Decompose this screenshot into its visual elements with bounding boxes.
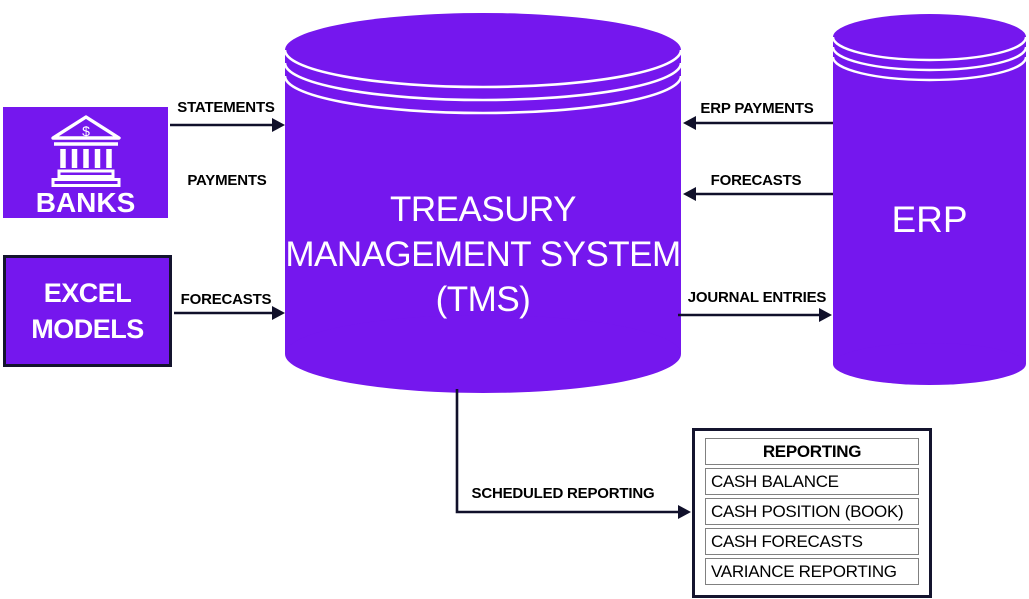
excel-models-box: EXCEL MODELS xyxy=(3,255,172,367)
reporting-table: REPORTING CASH BALANCE CASH POSITION (BO… xyxy=(692,428,932,598)
tms-disk-line-3 xyxy=(283,75,683,115)
journal-entries-label: JOURNAL ENTRIES xyxy=(687,289,827,306)
statements-label: STATEMENTS xyxy=(177,99,275,116)
banks-label: BANKS xyxy=(35,187,136,218)
erp-disk-line-1 xyxy=(831,36,1028,62)
table-row: CASH BALANCE xyxy=(705,468,919,495)
table-row: VARIANCE REPORTING xyxy=(705,558,919,585)
table-row: CASH FORECASTS xyxy=(705,528,919,555)
erp-disk-line-3 xyxy=(831,56,1028,82)
excel-label-line1: EXCEL xyxy=(43,278,132,308)
tms-cylinder-top xyxy=(285,13,681,87)
tms-title-line2: MANAGEMENT SYSTEM xyxy=(285,235,681,274)
scheduled-reporting-arrowhead xyxy=(678,505,691,519)
erp-payments-label: ERP PAYMENTS xyxy=(700,100,814,117)
scheduled-reporting-label: SCHEDULED REPORTING xyxy=(471,485,655,502)
erp-title: ERP xyxy=(891,199,968,240)
reporting-table-header: REPORTING xyxy=(705,438,919,465)
erp-payments-arrowhead xyxy=(683,116,696,130)
payments-label: PAYMENTS xyxy=(187,172,267,189)
tms-cylinder xyxy=(283,13,683,393)
erp-cylinder-top xyxy=(833,14,1026,60)
forecasts-left-label: FORECASTS xyxy=(180,291,272,308)
svg-text:$: $ xyxy=(82,123,90,139)
forecasts-right-arrowhead xyxy=(683,187,696,201)
erp-cylinder-body xyxy=(833,37,1026,364)
tms-title: TREASURY MANAGEMENT SYSTEM (TMS) xyxy=(283,187,683,322)
table-row: CASH POSITION (BOOK) xyxy=(705,498,919,525)
forecasts-right-label: FORECASTS xyxy=(710,172,802,189)
excel-label-line2: MODELS xyxy=(31,314,144,344)
erp-cylinder xyxy=(831,14,1028,385)
tms-disk-line-1 xyxy=(283,49,683,89)
tms-title-line1: TREASURY xyxy=(390,190,576,229)
tms-cylinder-bottom xyxy=(285,315,681,393)
erp-disk-line-2 xyxy=(831,46,1028,72)
tms-disk-line-2 xyxy=(283,62,683,102)
bank-building-icon: $ xyxy=(50,115,121,187)
tms-title-line3: (TMS) xyxy=(435,280,531,319)
banks-box: $ BANKS xyxy=(3,107,168,218)
erp-cylinder-bottom xyxy=(833,343,1026,385)
